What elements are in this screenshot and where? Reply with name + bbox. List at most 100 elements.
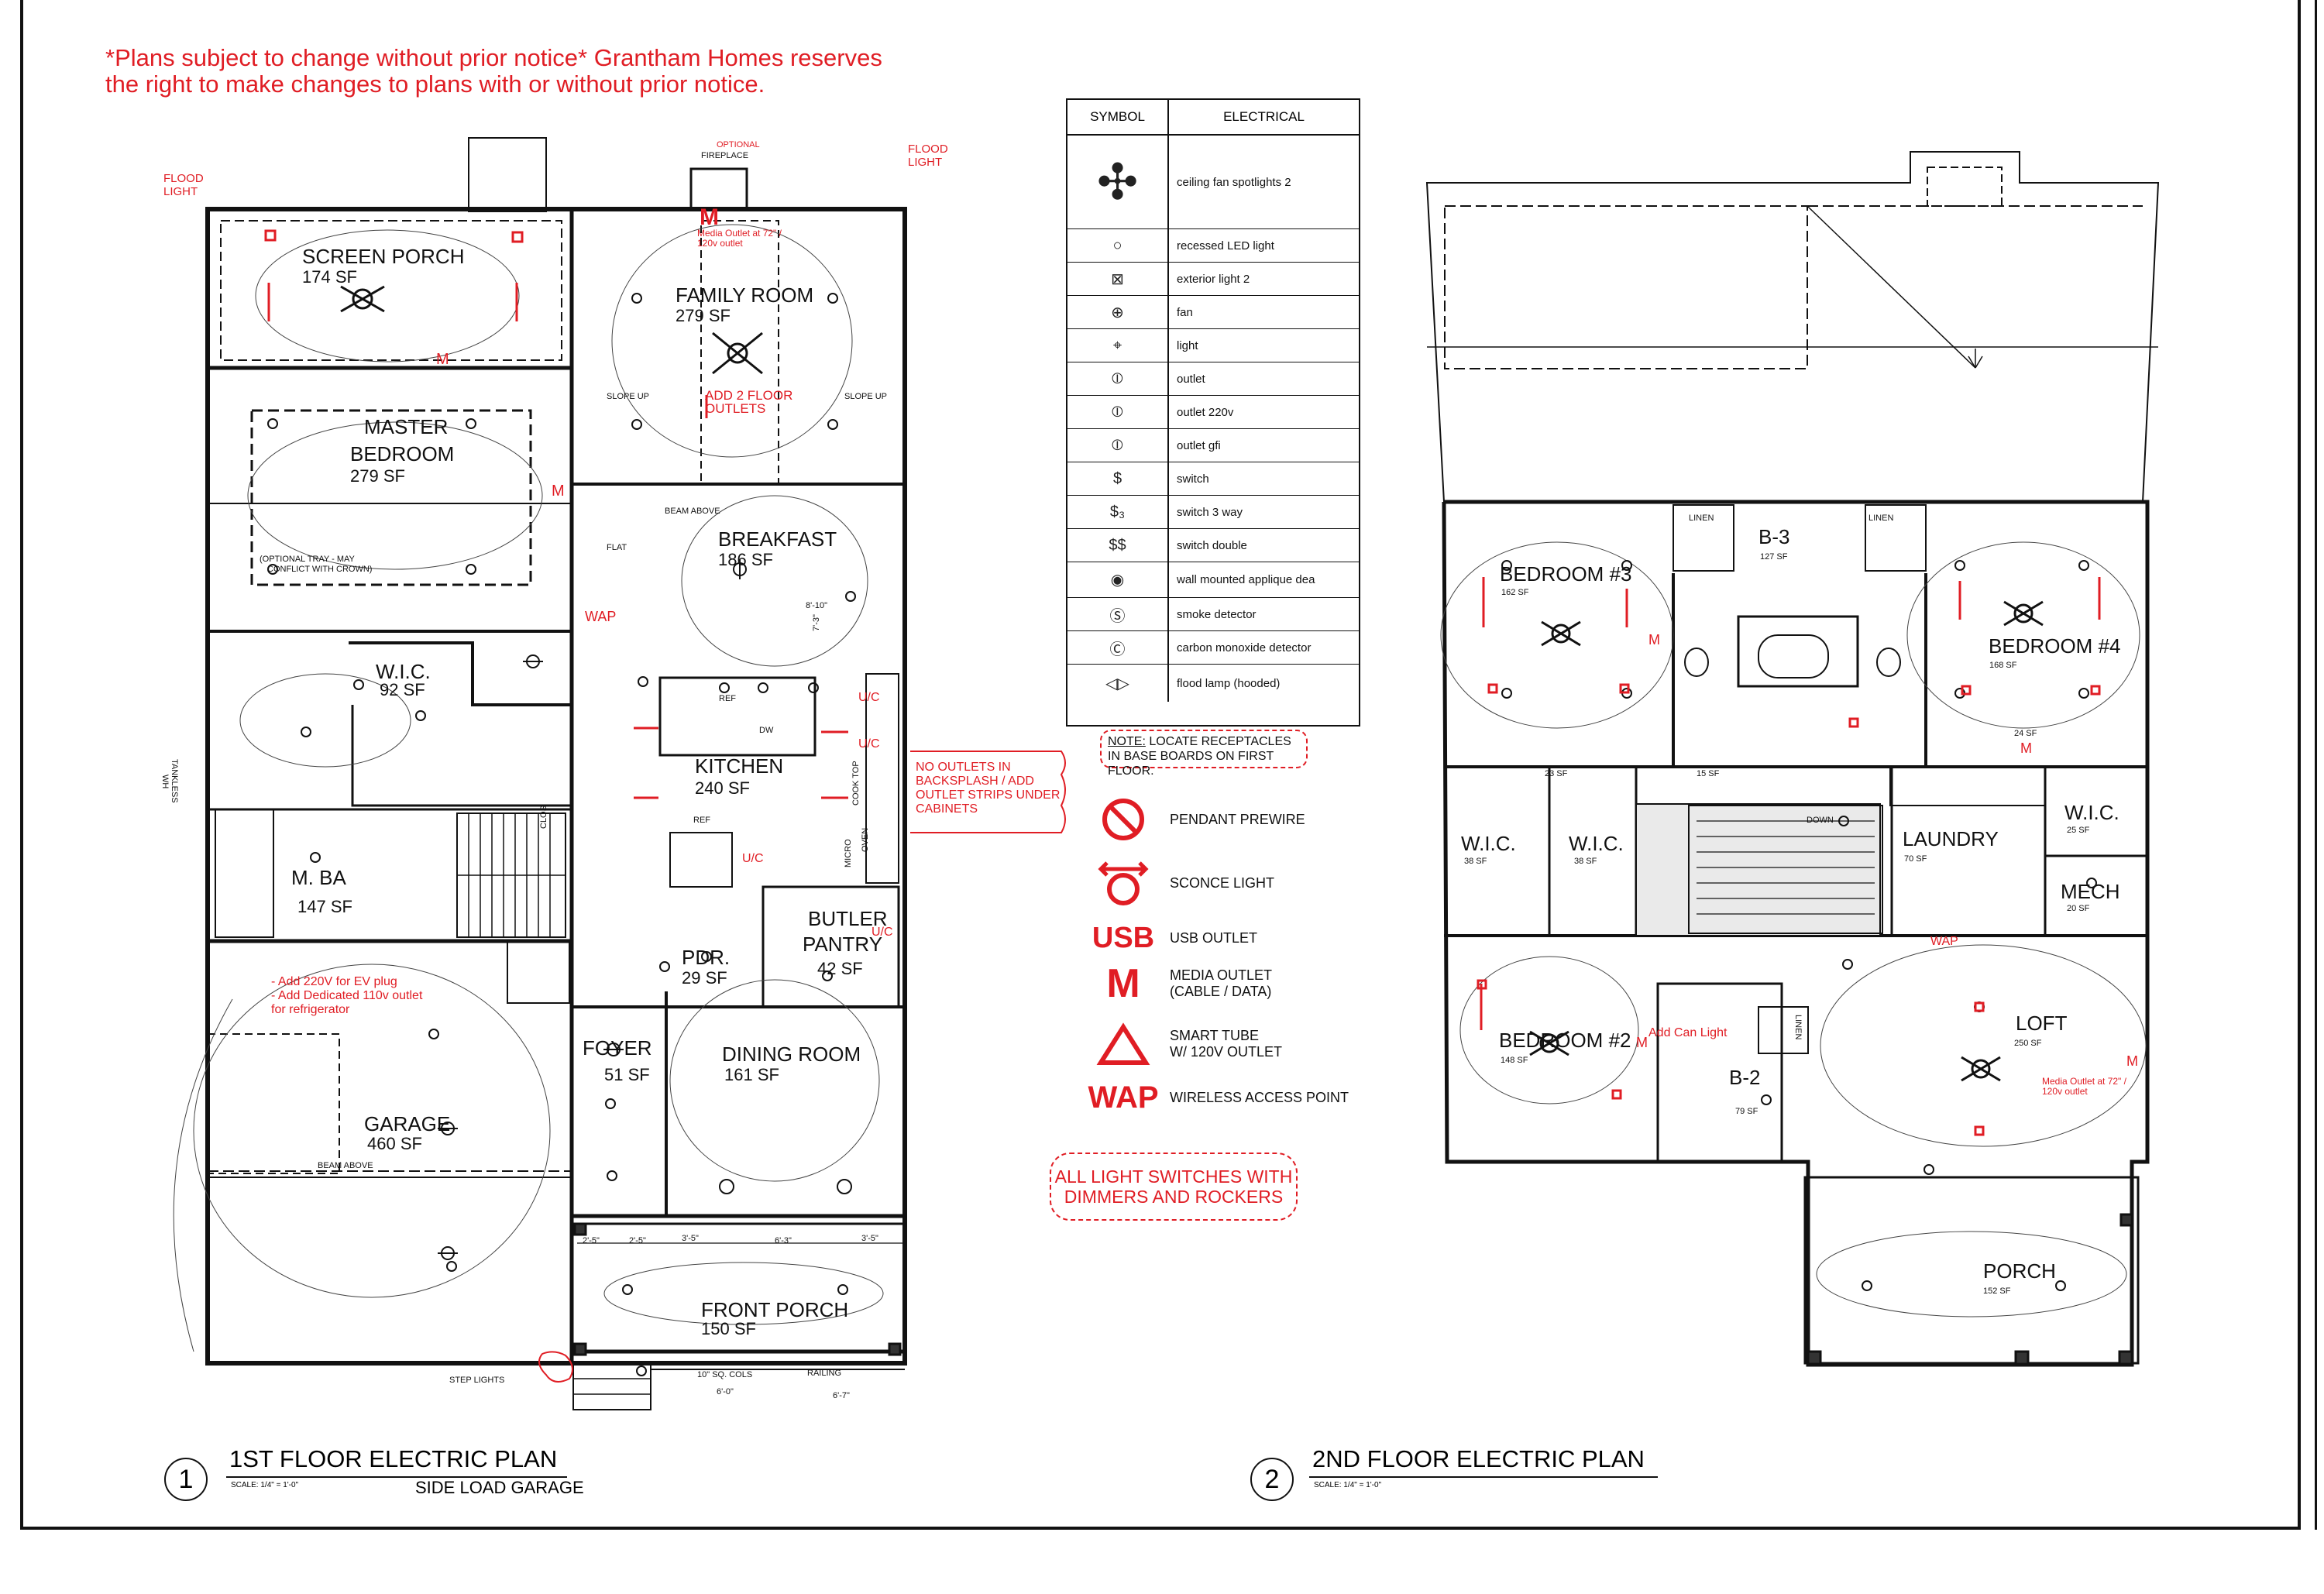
key-label: MEDIA OUTLET (CABLE / DATA) (1170, 967, 1273, 999)
svg-text:186 SF: 186 SF (718, 550, 773, 569)
svg-text:148 SF: 148 SF (1501, 1056, 1528, 1065)
svg-text:W.I.C.: W.I.C. (1569, 832, 1624, 855)
svg-text:BEDROOM #4: BEDROOM #4 (1989, 634, 2121, 658)
svg-text:2'-5": 2'-5" (583, 1236, 600, 1245)
key-wap: WAP WIRELESS ACCESS POINT (1077, 1080, 1349, 1115)
legend-header-symbol: SYMBOL (1067, 100, 1169, 134)
svg-text:BEAM ABOVE: BEAM ABOVE (665, 507, 720, 516)
svg-text:3'-5": 3'-5" (861, 1234, 878, 1243)
key-media-outlet: M MEDIA OUTLET (CABLE / DATA) (1077, 960, 1272, 1007)
svg-text:GARAGE: GARAGE (364, 1112, 450, 1135)
legend-label: recessed LED light (1177, 239, 1274, 252)
svg-text:OVEN: OVEN (861, 828, 870, 852)
svg-text:LIGHT: LIGHT (163, 185, 198, 198)
legend-label: outlet (1177, 372, 1205, 386)
svg-text:Add Can Light: Add Can Light (1648, 1026, 1728, 1039)
light-icon: ⌖ (1067, 329, 1169, 362)
svg-text:U/C: U/C (871, 926, 893, 939)
svg-text:20 SF: 20 SF (2067, 904, 2090, 913)
svg-text:6'-0": 6'-0" (717, 1387, 734, 1396)
svg-text:79 SF: 79 SF (1735, 1107, 1758, 1116)
key-label: SCONCE LIGHT (1170, 874, 1275, 891)
svg-text:279 SF: 279 SF (350, 466, 405, 486)
svg-text:Media Outlet at 72" /: Media Outlet at 72" / (2042, 1076, 2127, 1087)
svg-text:51 SF: 51 SF (604, 1065, 650, 1084)
svg-text:LAUNDRY: LAUNDRY (1903, 827, 1999, 850)
svg-text:WAP: WAP (1930, 935, 1958, 948)
electrical-legend-table: SYMBOL ELECTRICAL ✣ceiling fan spotlight… (1066, 98, 1360, 727)
legend-label: flood lamp (hooded) (1177, 676, 1281, 690)
svg-text:LINEN: LINEN (1689, 514, 1714, 523)
svg-text:TANKLESS: TANKLESS (170, 759, 179, 803)
svg-text:M: M (1636, 1035, 1648, 1050)
drawing-number: 1 (164, 1458, 208, 1501)
drawing-number: 2 (1250, 1458, 1294, 1501)
plans-notice: *Plans subject to change without prior n… (105, 44, 882, 98)
svg-text:- Add 220V for EV plug: - Add 220V for EV plug (271, 975, 397, 988)
svg-text:B-2: B-2 (1729, 1066, 1760, 1089)
legend-row: ✣ceiling fan spotlights 2 (1067, 136, 1359, 229)
legend-label: ceiling fan spotlights 2 (1177, 175, 1291, 189)
svg-text:DW: DW (759, 726, 774, 735)
svg-text:B-3: B-3 (1758, 525, 1789, 548)
svg-text:174 SF: 174 SF (302, 267, 357, 287)
legend-header: SYMBOL ELECTRICAL (1067, 100, 1359, 136)
media-outlet-icon: M (1106, 961, 1140, 1006)
legend-label: outlet 220v (1177, 405, 1234, 419)
svg-text:127 SF: 127 SF (1760, 552, 1788, 562)
svg-text:2'-5": 2'-5" (629, 1236, 646, 1245)
svg-text:24 SF: 24 SF (2014, 729, 2037, 738)
room-label-screen-porch: SCREEN PORCH (302, 245, 464, 268)
svg-text:for refrigerator: for refrigerator (271, 1003, 350, 1016)
key-label: SMART TUBE W/ 120V OUTLET (1170, 1028, 1283, 1060)
svg-text:CONFLICT WITH CROWN): CONFLICT WITH CROWN) (267, 565, 372, 574)
svg-text:NO OUTLETS IN: NO OUTLETS IN (916, 761, 1011, 774)
svg-text:BREAKFAST: BREAKFAST (718, 527, 837, 551)
key-label: PENDANT PREWIRE (1170, 811, 1305, 827)
svg-text:RAILING: RAILING (807, 1369, 841, 1378)
svg-text:161 SF: 161 SF (724, 1065, 779, 1084)
legend-label: switch (1177, 472, 1209, 486)
svg-text:W.I.C.: W.I.C. (2064, 801, 2119, 824)
svg-text:WAP: WAP (585, 609, 616, 624)
svg-text:M: M (436, 351, 449, 368)
svg-text:M: M (2126, 1053, 2138, 1069)
svg-text:WH: WH (160, 775, 170, 788)
svg-text:BEDROOM #2: BEDROOM #2 (1499, 1029, 1631, 1052)
svg-text:M: M (1648, 632, 1660, 648)
drawing-scale: SCALE: 1/4" = 1'-0" (231, 1481, 299, 1489)
legend-row: ⌖light (1067, 329, 1359, 362)
svg-text:FIREPLACE: FIREPLACE (701, 151, 748, 160)
sheet-border (20, 0, 2301, 1530)
legend-row: ⦶outlet (1067, 362, 1359, 396)
outlet-220v-icon: ⦶ (1067, 396, 1169, 428)
legend-row: ⦶ outlet 220v (1067, 396, 1359, 429)
svg-text:7'-3": 7'-3" (812, 614, 821, 631)
legend-label: smoke detector (1177, 607, 1257, 621)
svg-text:152 SF: 152 SF (1983, 1287, 2011, 1296)
svg-text:OUTLET STRIPS UNDER: OUTLET STRIPS UNDER (916, 788, 1060, 802)
svg-text:23 SF: 23 SF (1545, 769, 1568, 778)
svg-text:- Add Dedicated 110v outlet: - Add Dedicated 110v outlet (271, 989, 423, 1002)
key-label: WIRELESS ACCESS POINT (1170, 1090, 1349, 1105)
switch-icon: $ (1067, 462, 1169, 495)
svg-text:FAMILY ROOM: FAMILY ROOM (676, 283, 813, 307)
legend-label: wall mounted applique dea (1177, 573, 1315, 586)
svg-text:M. BA: M. BA (291, 866, 346, 889)
svg-text:168 SF: 168 SF (1989, 661, 2017, 670)
svg-text:LINEN: LINEN (1793, 1015, 1803, 1039)
svg-text:6'-7": 6'-7" (833, 1391, 850, 1400)
svg-text:REF: REF (719, 694, 736, 703)
svg-text:M: M (700, 204, 719, 230)
svg-text:3'-5": 3'-5" (682, 1234, 699, 1243)
wap-icon: WAP (1088, 1080, 1159, 1115)
svg-text:PDR.: PDR. (682, 946, 730, 969)
svg-text:LIGHT: LIGHT (908, 156, 942, 169)
note-text: LOCATE RECEPTACLES IN BASE BOARDS ON FIR… (1108, 735, 1291, 778)
key-sconce-light: SCONCE LIGHT (1077, 860, 1274, 906)
legend-row: ⊕fan (1067, 296, 1359, 329)
